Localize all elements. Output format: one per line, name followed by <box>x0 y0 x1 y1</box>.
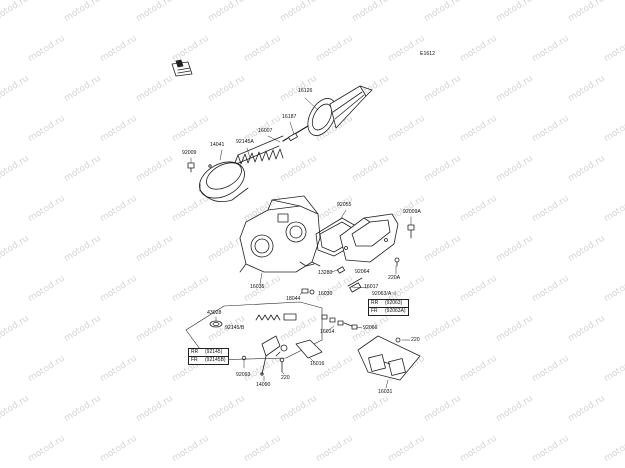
part-number-43028: 43028 <box>207 310 222 316</box>
part-number-92009: 92009 <box>182 150 197 156</box>
screw-18044 <box>301 288 309 294</box>
part-number-16035: 16035 <box>250 284 265 290</box>
part-number-220-bottom: 220 <box>281 375 290 381</box>
part-number-92093: 92093 <box>236 372 251 378</box>
spring-92145b <box>255 313 297 321</box>
part-number-18044: 18044 <box>286 296 301 302</box>
part-number-220-right: 220 <box>411 337 420 343</box>
float-16031 <box>357 335 421 381</box>
part-number-92055: 92055 <box>337 202 352 208</box>
screw-92009 <box>187 162 195 173</box>
model-table-left-row: RR (92145) <box>189 349 228 356</box>
model-key: RR <box>191 349 199 355</box>
diaphragm-piston-16126 <box>307 85 373 136</box>
part-number-16017: 16017 <box>364 284 379 290</box>
model-value: (92145) <box>205 349 223 355</box>
model-value: (92145B) <box>205 357 226 363</box>
part-number-16014: 16014 <box>320 329 335 335</box>
model-key: RR <box>371 300 379 306</box>
part-number-220a: 220A <box>388 275 401 281</box>
part-number-92145b: 92145/B <box>225 325 245 331</box>
model-table-right-row: RR (92063) <box>369 300 408 307</box>
model-value: (92063) <box>385 300 403 306</box>
part-number-92145a: 92145A <box>236 139 254 145</box>
front-direction-arrow-icon <box>171 59 193 77</box>
diagram-code: E1612 <box>420 51 436 57</box>
part-number-16187: 16187 <box>282 114 297 120</box>
float-valve-16016 <box>275 339 323 359</box>
model-value: (92063A) <box>385 308 406 314</box>
float-bowl <box>339 213 399 263</box>
screw-220-right <box>395 337 401 343</box>
part-16030 <box>309 289 315 295</box>
jet-assembly <box>337 266 363 293</box>
leader-lines <box>190 97 412 389</box>
o-ring-43028 <box>209 320 223 328</box>
part-number-16030: 16030 <box>318 291 333 297</box>
model-table-right: RR (92063) FR (92063A) <box>368 299 409 316</box>
jet-needle-16187 <box>282 125 309 142</box>
part-number-14090: 14090 <box>256 382 271 388</box>
spring-92145a <box>233 135 284 166</box>
part-number-92066: 92066 <box>363 325 378 331</box>
part-number-92063a-i: 92063/A~I <box>372 291 396 297</box>
carburetor-body <box>239 195 321 273</box>
main-jet-16014 <box>321 314 358 330</box>
model-key: FR <box>371 308 378 314</box>
top-cover-14041 <box>199 161 249 203</box>
part-number-16126: 16126 <box>298 88 313 94</box>
plunger-14090 <box>260 335 281 376</box>
part-number-13280: 13280 <box>318 270 333 276</box>
part-number-14041: 14041 <box>210 142 225 148</box>
part-number-92064: 92064 <box>355 269 370 275</box>
part-number-92009a: 92009A <box>403 209 421 215</box>
drain-screw-220a <box>394 257 400 267</box>
part-number-16007: 16007 <box>258 128 273 134</box>
model-table-left-row: FR (92145B) <box>189 356 228 364</box>
model-key: FR <box>191 357 198 363</box>
part-number-16016: 16016 <box>310 361 325 367</box>
model-table-left: RR (92145) FR (92145B) <box>188 348 229 365</box>
model-table-right-row: FR (92063A) <box>369 307 408 315</box>
part-number-16031: 16031 <box>378 389 393 395</box>
screw-220-bottom <box>279 357 285 373</box>
screw-92009a <box>407 224 415 239</box>
